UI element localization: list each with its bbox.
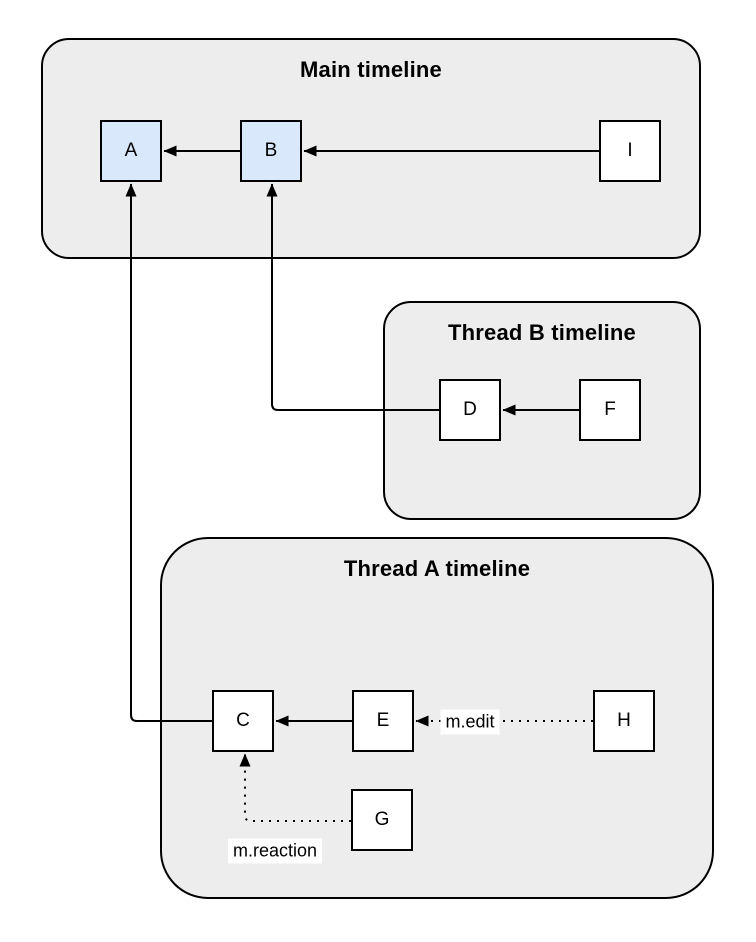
node-event-f: F bbox=[579, 379, 641, 441]
edge-label-m-edit: m.edit bbox=[440, 709, 500, 735]
edge-g-to-c-m-reaction bbox=[239, 753, 351, 822]
node-event-e: E bbox=[352, 690, 414, 752]
node-event-d: D bbox=[439, 379, 501, 441]
edge-c-to-a bbox=[125, 183, 212, 722]
container-title-main: Main timeline bbox=[300, 57, 442, 82]
node-event-c: C bbox=[212, 690, 274, 752]
node-event-b: B bbox=[240, 120, 302, 182]
edge-label-m-reaction: m.reaction bbox=[227, 838, 323, 864]
node-event-h: H bbox=[593, 690, 655, 752]
node-event-i: I bbox=[599, 120, 661, 182]
node-event-a: A bbox=[100, 120, 162, 182]
node-event-g: G bbox=[351, 789, 413, 851]
container-title-thread-a: Thread A timeline bbox=[343, 556, 531, 581]
edge-d-to-b bbox=[266, 183, 439, 411]
container-title-thread-b: Thread B timeline bbox=[448, 320, 636, 345]
